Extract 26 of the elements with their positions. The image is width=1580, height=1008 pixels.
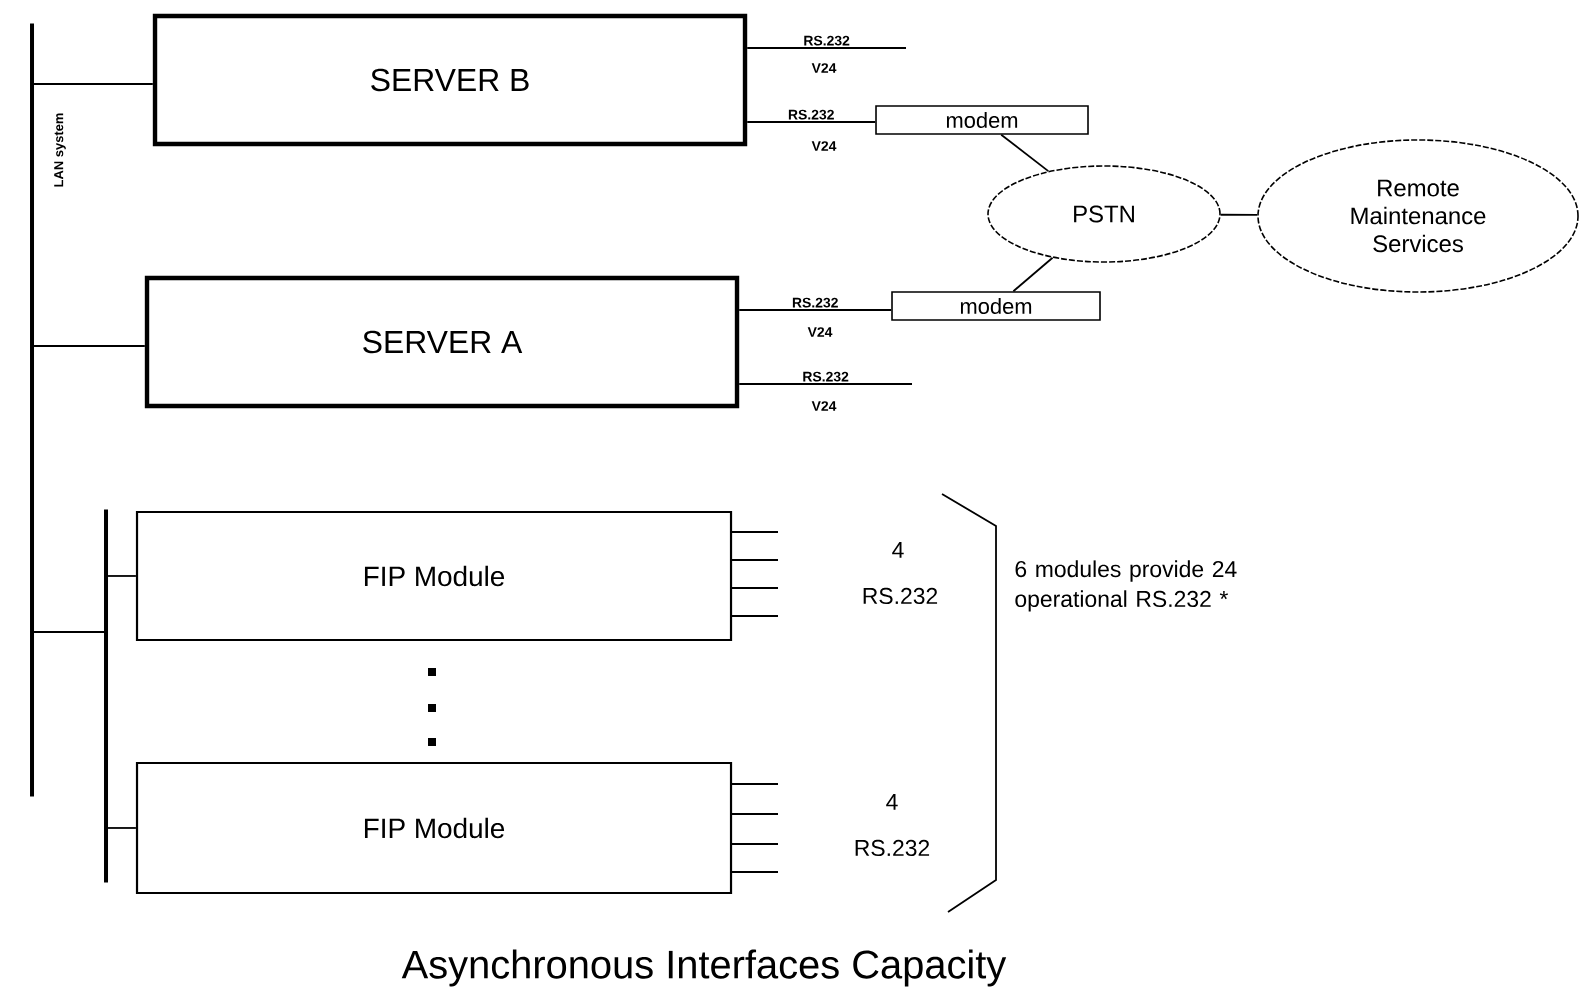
connector-line [1012,256,1054,293]
modem-box: modem [891,291,1101,321]
connector-line [746,47,907,49]
modem-box: modem [875,105,1089,135]
connector-line [33,631,105,633]
bus-line [104,509,108,883]
connector-line [1219,213,1259,216]
connector-line [738,309,893,311]
bus-line [30,23,34,797]
server-box: SERVER A [144,275,740,409]
port-count: RS.232 [855,839,930,857]
port-count: 4 [892,542,904,558]
port-count: 4 [886,794,898,810]
caption: Asynchronous Interfaces Capacity [401,949,1007,987]
connector-line [746,121,877,123]
connector-line [33,83,154,85]
module-box: FIP Module [135,510,733,642]
connector-line [738,383,913,385]
port-count: RS.232 [863,587,938,605]
connector-line [33,345,146,347]
note-text: 6 modules provide 24 operational RS.232 * [1015,560,1237,612]
server-box: SERVER B [152,13,748,147]
connector-line [1000,133,1050,172]
module-box: FIP Module [135,761,733,895]
connector-line [107,827,137,829]
connector-line [107,575,137,577]
